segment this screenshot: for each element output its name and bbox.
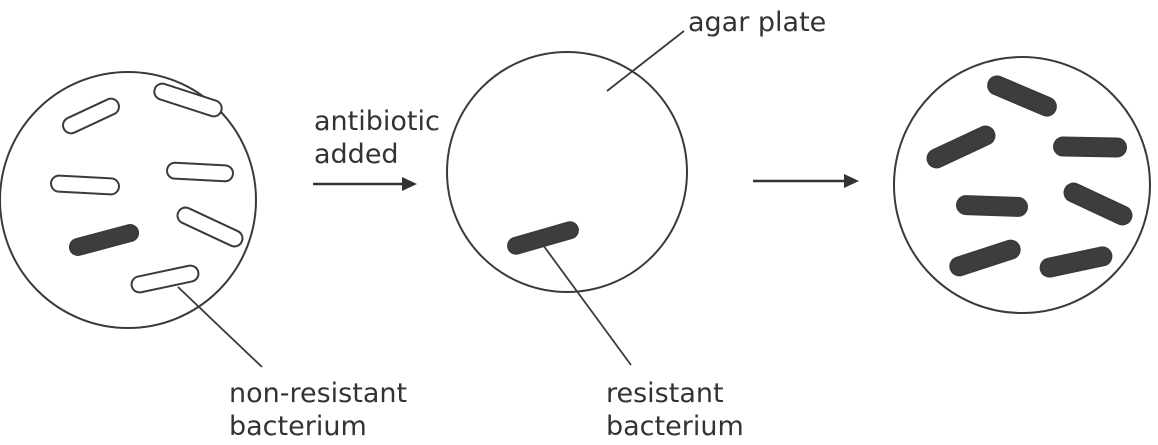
non-resistant-label-line1: non-resistant [229,378,407,409]
resistant-bacterium [68,223,140,257]
non-resistant-bacterium [60,96,121,136]
arrow-antibiotic-added [313,177,417,191]
resistant-bacterium [1039,246,1113,279]
resistant-label-line2: bacterium [606,411,744,442]
resistant-bacterium [957,196,1028,216]
agar-plate-label: agar plate [688,7,826,38]
resistant-label-line1: resistant [606,378,724,409]
resistant-pointer-line [543,245,631,365]
resistant-bacterium [948,238,1022,277]
plate-2-after-antibiotic [447,31,687,365]
resistant-bacterium [925,124,998,171]
non-resistant-bacterium [167,162,234,181]
agar-plate-2 [447,52,687,292]
non-resistant-label-line2: bacterium [229,411,367,442]
resistant-bacterium [506,220,580,255]
resistant-bacterium [1062,181,1135,228]
non-resistant-bacterium [51,175,120,195]
non-resistant-bacterium [130,264,200,294]
antibiotic-label-line1: antibiotic [314,106,440,137]
arrow-growth [753,174,859,188]
antibiotic-label-line2: added [314,139,399,170]
non-resistant-bacterium [175,205,245,249]
resistant-bacterium [1054,137,1126,156]
plate-3-after-growth [894,57,1150,313]
non-resistant-pointer-line [178,287,262,367]
plate-1-before-antibiotic [0,72,262,367]
resistant-bacterium [985,74,1058,119]
